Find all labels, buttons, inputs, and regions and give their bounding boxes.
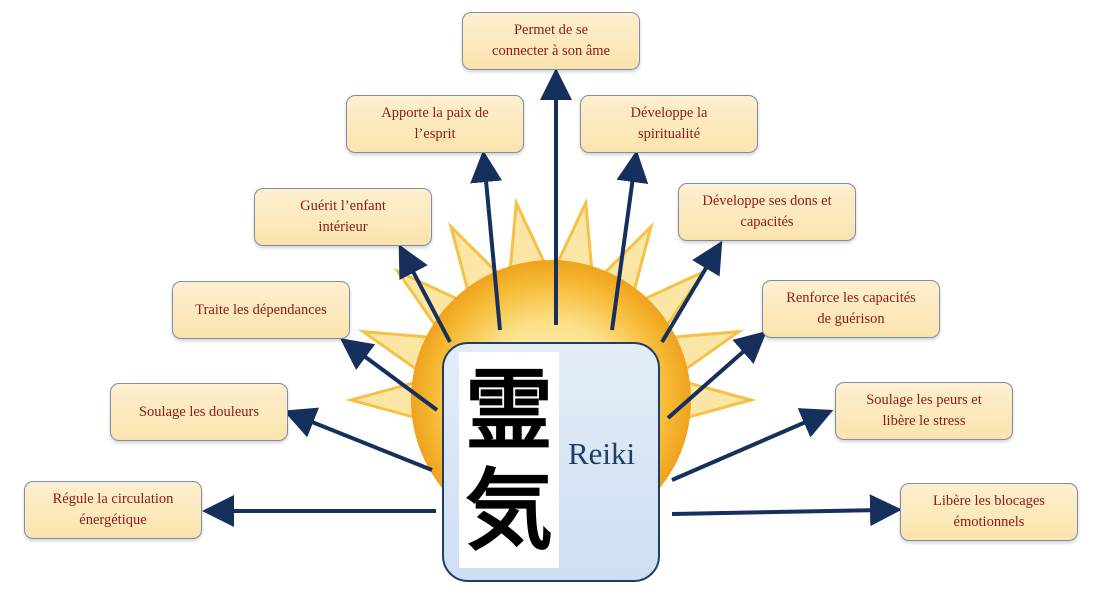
kanji-ki: 気 xyxy=(464,458,553,562)
arrow-guerison xyxy=(666,330,768,420)
benefit-text-spiritualite: Développe la spiritualité xyxy=(630,105,708,142)
benefit-box-dons: Développe ses dons et capacités xyxy=(678,183,856,241)
benefit-text-circulation: Régule la circulation énergétique xyxy=(52,491,174,528)
arrow-dons xyxy=(660,240,723,344)
reiki-label: Reiki xyxy=(568,436,636,471)
benefit-box-guerison: Renforce les capacités de guérison xyxy=(762,280,940,338)
benefit-box-blocages: Libère les blocages émotionnels xyxy=(900,483,1078,541)
arrow-dependances xyxy=(339,338,439,412)
benefit-box-circulation: Régule la circulation énergétique xyxy=(24,481,202,539)
benefit-text-dependances: Traite les dépendances xyxy=(195,301,327,318)
arrow-blocages xyxy=(671,494,902,527)
benefit-box-peurs: Soulage les peurs et libère le stress xyxy=(835,382,1013,440)
benefit-text-paix: Apporte la paix de l’esprit xyxy=(381,105,489,142)
benefit-text-douleurs: Soulage les douleurs xyxy=(138,403,259,420)
benefit-box-ame: Permet de se connecter à son âme xyxy=(462,12,640,70)
arrow-peurs xyxy=(671,408,834,482)
reiki-center-box: 霊 気 Reiki xyxy=(442,342,660,582)
arrow-spiritualite xyxy=(610,150,649,331)
arrows xyxy=(202,68,902,527)
arrow-enfant xyxy=(398,244,452,343)
benefit-text-enfant: Guérit l’enfant intérieur xyxy=(300,198,386,235)
arrow-paix xyxy=(470,150,503,331)
benefit-text-guerison: Renforce les capacités de guérison xyxy=(786,290,916,327)
benefit-text-ame: Permet de se connecter à son âme xyxy=(492,22,610,59)
benefit-text-peurs: Soulage les peurs et libère le stress xyxy=(866,392,982,429)
benefit-box-paix: Apporte la paix de l’esprit xyxy=(346,95,524,153)
benefit-box-enfant: Guérit l’enfant intérieur xyxy=(254,188,432,246)
benefit-text-dons: Développe ses dons et capacités xyxy=(702,193,832,230)
benefit-text-blocages: Libère les blocages émotionnels xyxy=(933,493,1045,530)
benefit-box-dependances: Traite les dépendances xyxy=(172,281,350,339)
benefit-box-spiritualite: Développe la spiritualité xyxy=(580,95,758,153)
arrow-douleurs xyxy=(283,407,433,472)
reiki-kanji: 霊 気 xyxy=(459,352,559,568)
benefit-box-douleurs: Soulage les douleurs xyxy=(110,383,288,441)
kanji-rei: 霊 xyxy=(464,358,553,462)
